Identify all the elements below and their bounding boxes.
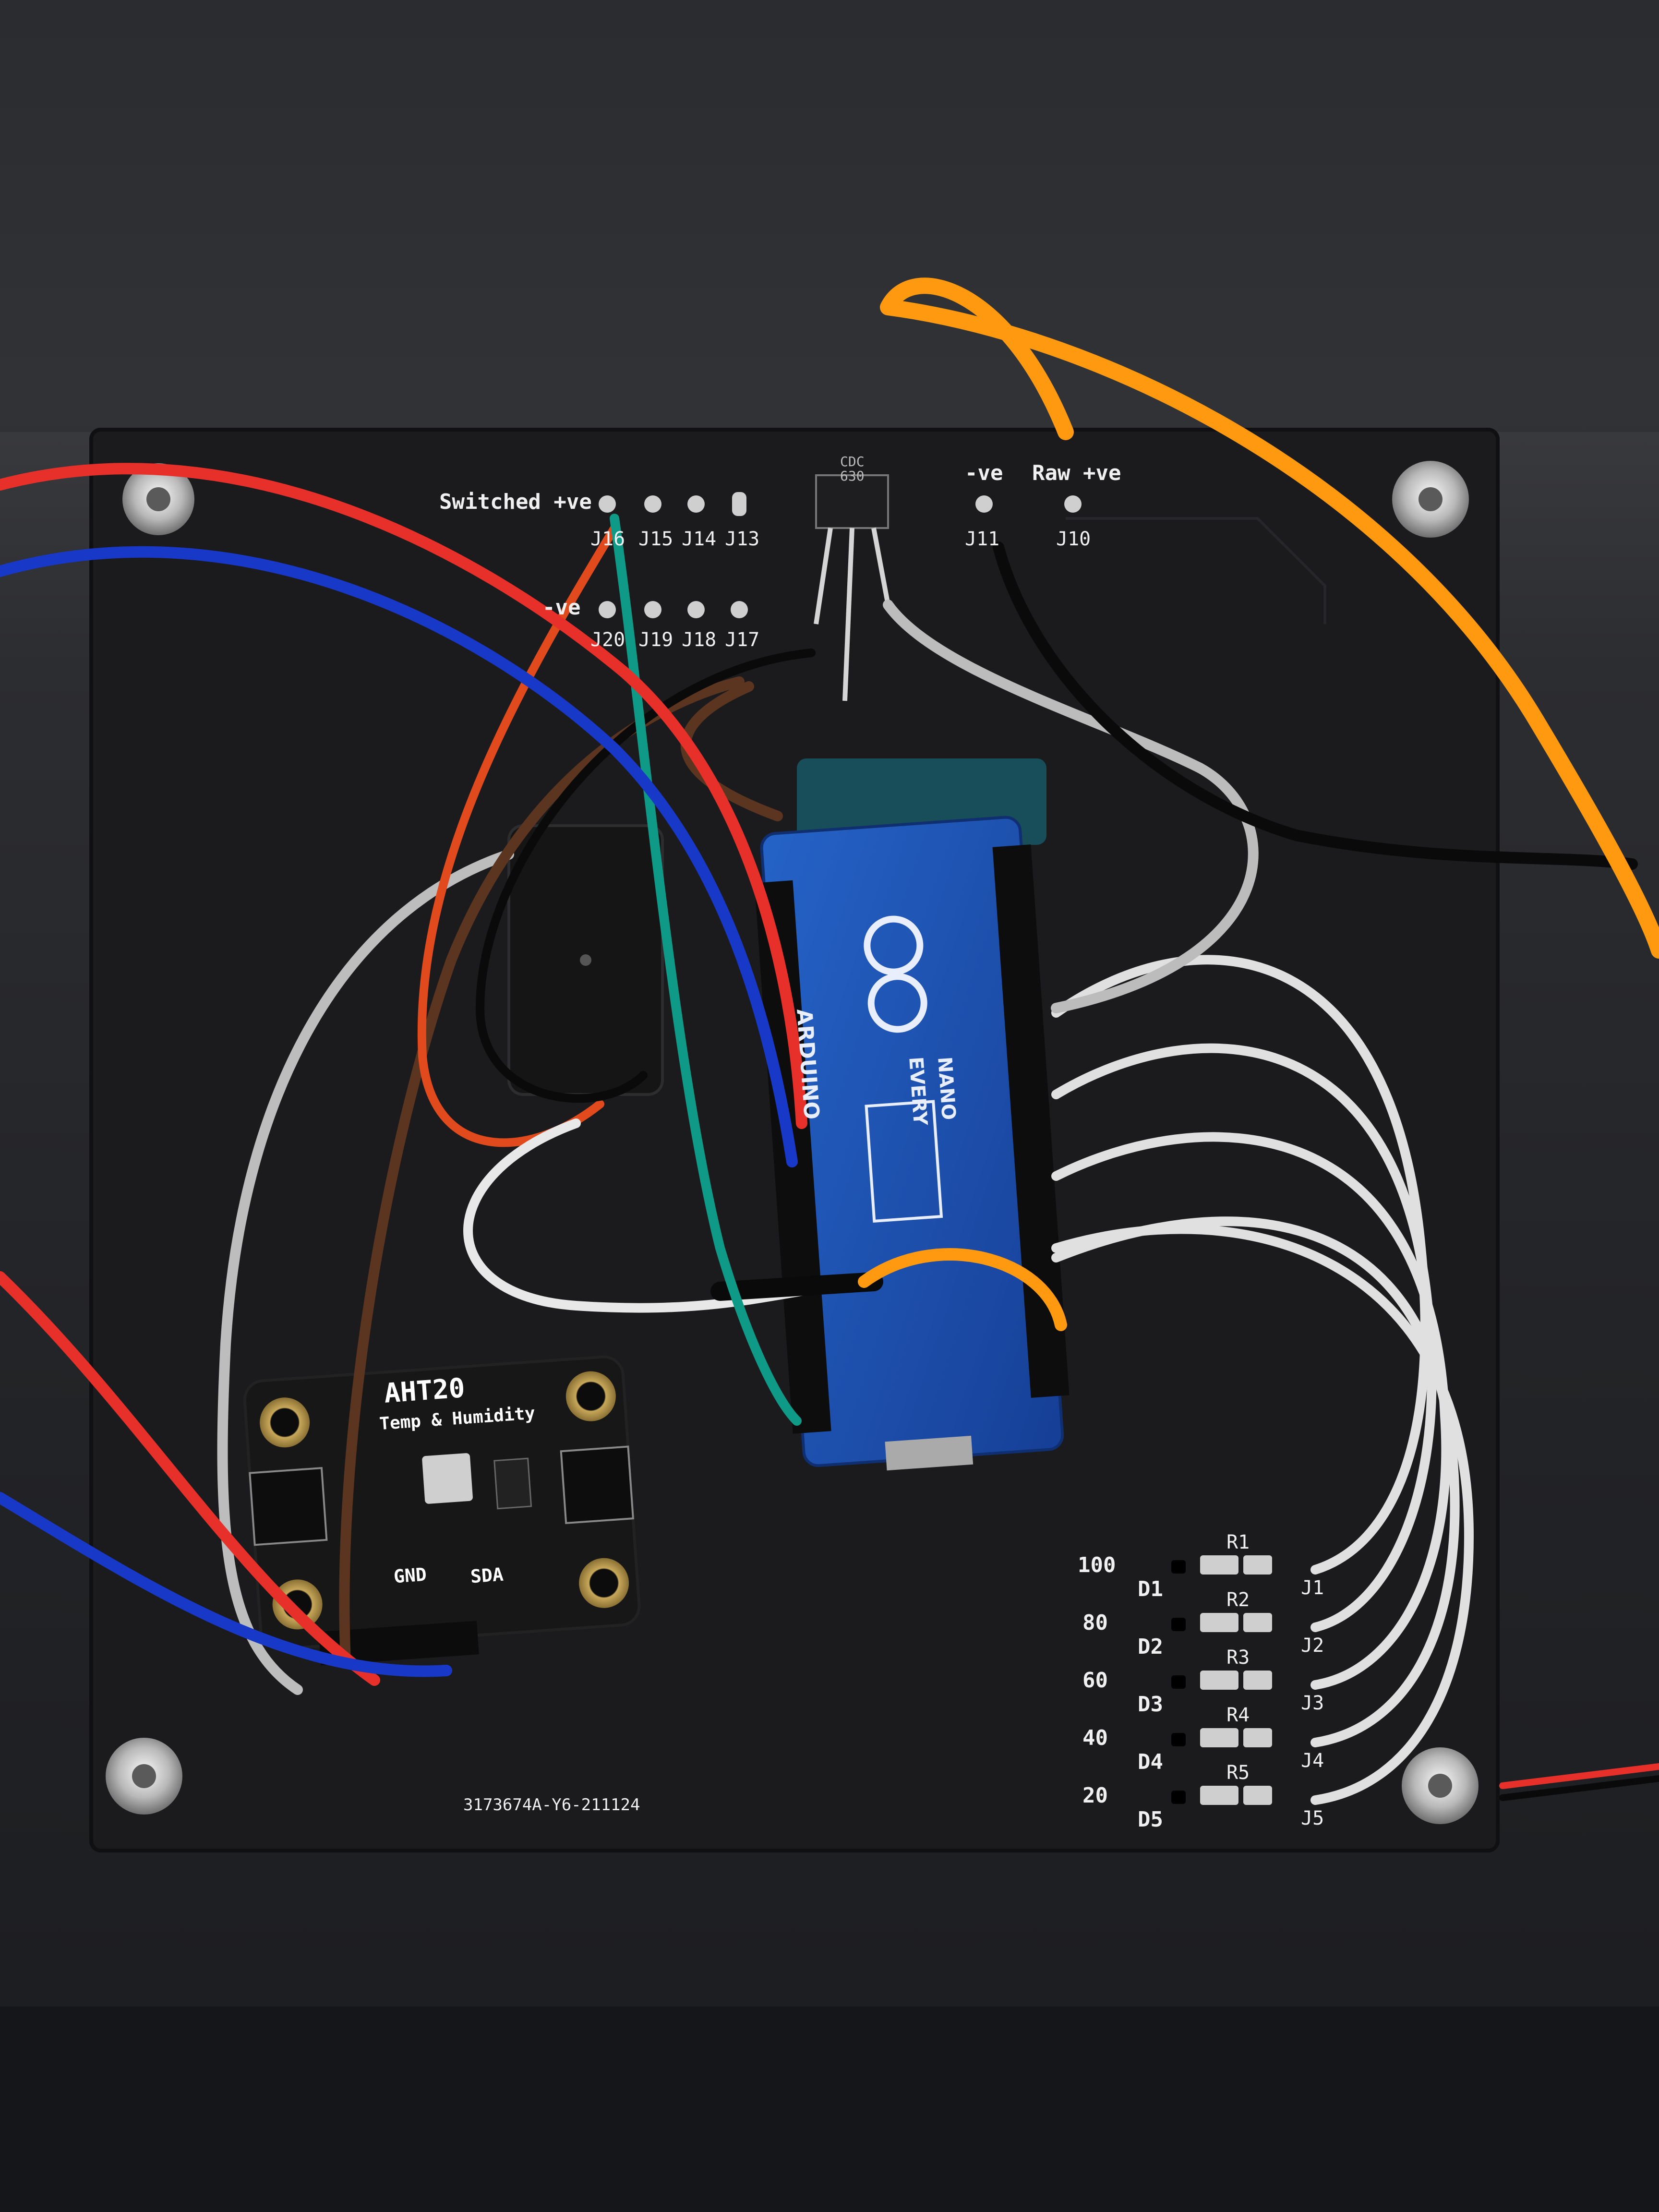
transistor-legs <box>814 528 890 701</box>
background-band <box>0 0 1659 432</box>
arduino-board <box>754 816 1070 1471</box>
led-diode-d5: D5 <box>1138 1807 1163 1832</box>
led-diode-d2: D2 <box>1138 1635 1163 1659</box>
neg-label-right: -ve <box>965 461 1003 485</box>
transistor-marking-2: 630 <box>840 468 865 484</box>
connector-j11: J11 <box>965 528 1000 550</box>
led-diode-d3: D3 <box>1138 1692 1163 1717</box>
aht20-title: AHT20 <box>383 1372 466 1409</box>
relay-mark <box>580 954 591 966</box>
neg-label-mid: -ve <box>542 595 581 620</box>
led-value-80: 80 <box>1082 1611 1108 1635</box>
led-resistor-r2: R2 <box>1226 1589 1250 1611</box>
led-array <box>1171 1555 1272 1805</box>
connector-j10: J10 <box>1056 528 1091 550</box>
led-jumper-j3: J3 <box>1301 1692 1324 1714</box>
connector-j16: J16 <box>590 528 625 550</box>
arduino-model-nano: NANO <box>933 1056 960 1121</box>
connector-j14: J14 <box>682 528 717 550</box>
raw-ve-label: Raw +ve <box>1032 461 1121 485</box>
led-jumper-j5: J5 <box>1301 1807 1324 1829</box>
led-value-100: 100 <box>1078 1553 1116 1577</box>
led-value-60: 60 <box>1082 1668 1108 1693</box>
led-resistor-r5: R5 <box>1226 1762 1250 1784</box>
led-diode-d4: D4 <box>1138 1750 1163 1774</box>
solder-pads-top <box>599 492 1082 618</box>
led-resistor-r3: R3 <box>1226 1647 1250 1669</box>
transistor-marking-1: CDC <box>840 454 865 469</box>
led-resistor-r1: R1 <box>1226 1531 1250 1553</box>
connector-j17: J17 <box>725 629 760 651</box>
pcb-serial: 3173674A-Y6-211124 <box>463 1795 640 1815</box>
connector-j20: J20 <box>590 629 625 651</box>
screw-bottom-right <box>1402 1747 1479 1824</box>
led-value-40: 40 <box>1082 1726 1108 1750</box>
led-jumper-j4: J4 <box>1301 1750 1324 1772</box>
switched-ve-label: Switched +ve <box>439 490 592 514</box>
transistor-body <box>815 474 889 529</box>
background-shadow <box>0 2007 1659 2212</box>
wires <box>0 277 1659 1805</box>
led-value-20: 20 <box>1082 1783 1108 1808</box>
aht20-pin-gnd: GND <box>393 1563 428 1587</box>
pcb-trace <box>1066 517 1326 624</box>
arduino-model-every: EVERY <box>904 1056 931 1127</box>
connector-j15: J15 <box>638 528 673 550</box>
led-jumper-j1: J1 <box>1301 1577 1324 1599</box>
led-jumper-j2: J2 <box>1301 1635 1324 1657</box>
connector-j19: J19 <box>638 629 673 651</box>
screw-top-left <box>122 463 194 535</box>
led-resistor-r4: R4 <box>1226 1704 1250 1726</box>
aht20-pin-sda: SDA <box>469 1563 505 1587</box>
led-diode-d1: D1 <box>1138 1577 1163 1601</box>
connector-j18: J18 <box>682 629 717 651</box>
screw-top-right <box>1392 461 1469 538</box>
connector-j13: J13 <box>725 528 760 550</box>
screw-bottom-left <box>106 1738 182 1815</box>
